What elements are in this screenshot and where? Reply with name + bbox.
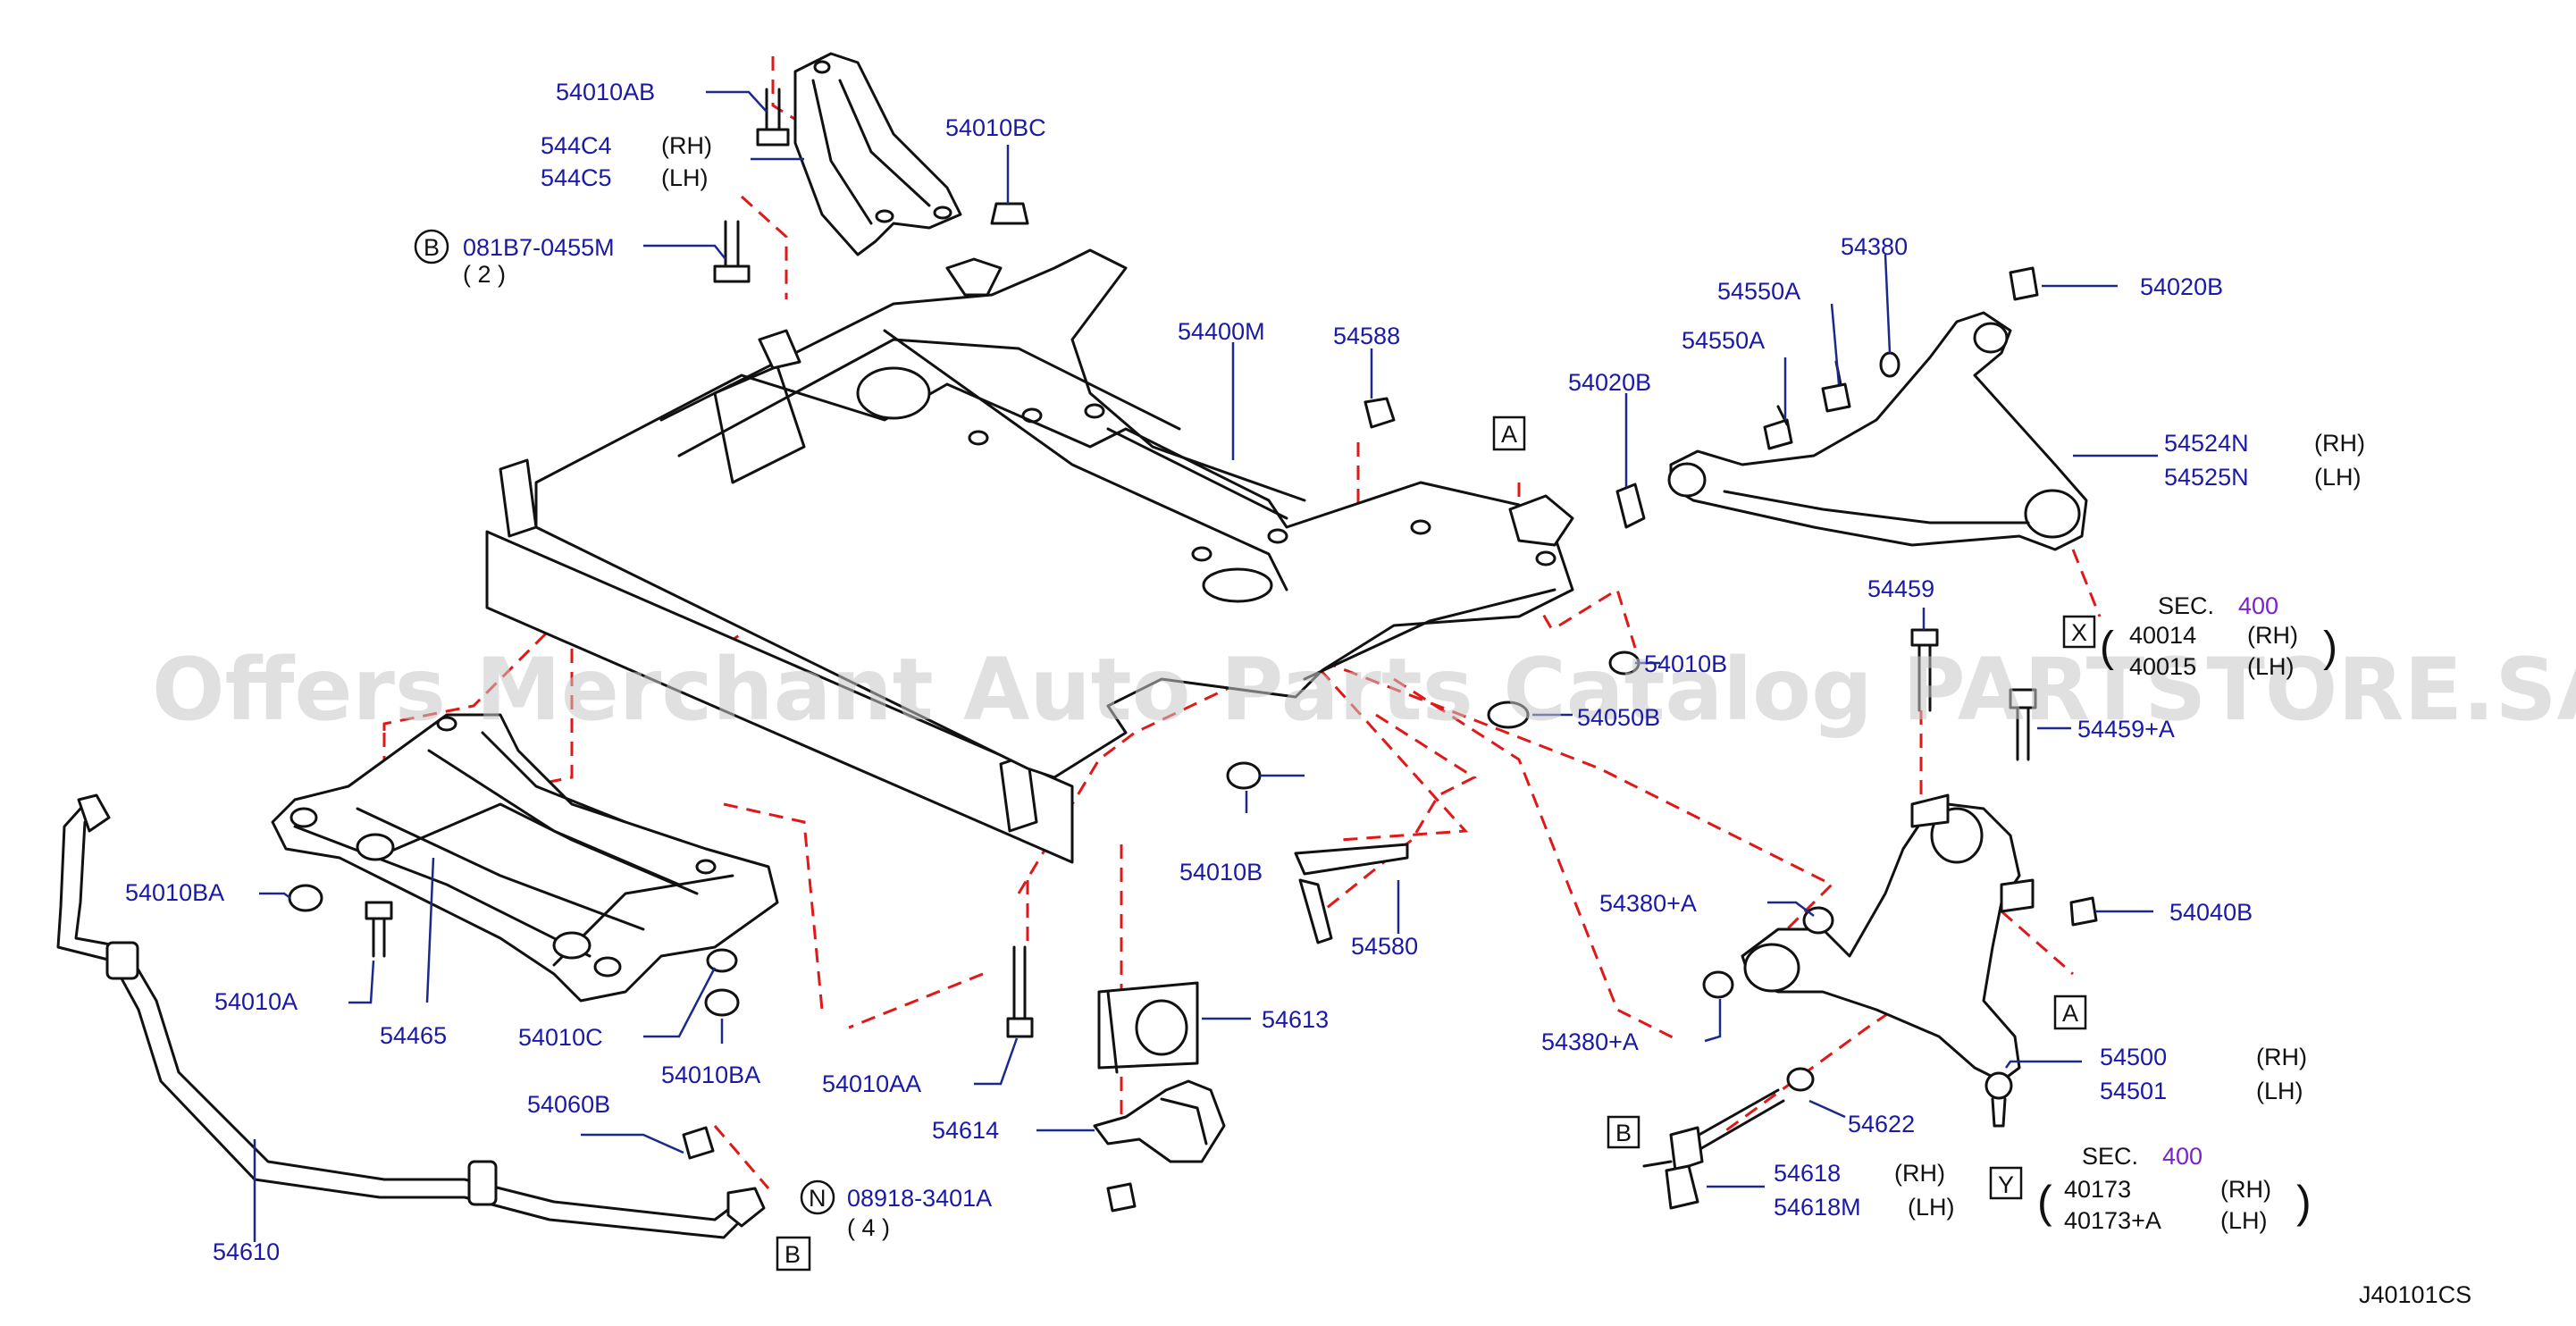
circle-n-text: N: [809, 1185, 827, 1212]
label-54610: 54610: [213, 1238, 280, 1265]
label-54524n-rh: (RH): [2314, 430, 2365, 457]
box-x-text: X: [2071, 619, 2087, 646]
box-a-lower: [2053, 994, 2087, 1030]
circle-b-marker: [414, 229, 449, 264]
label-54550a-lower: 54550A: [1682, 327, 1765, 354]
label-544c5: 544C5: [541, 164, 612, 191]
paren-close-y: ): [2296, 1177, 2312, 1227]
label-54010bc: 54010BC: [945, 114, 1046, 141]
box-a-lower-text: A: [2062, 1000, 2078, 1027]
label-544c4: 544C4: [541, 132, 612, 159]
label-54525n-lh: (LH): [2314, 464, 2362, 491]
label-54010ba-right: 54010BA: [661, 1062, 760, 1088]
label-54040b: 54040B: [2169, 899, 2253, 926]
label-54020b-right: 54020B: [2140, 273, 2223, 300]
box-a-top-text: A: [1501, 421, 1517, 448]
label-54588: 54588: [1333, 323, 1400, 349]
label-54618-rh: (RH): [1894, 1160, 1945, 1187]
circle-b-text: B: [424, 234, 440, 261]
clamp-54614: [1093, 1079, 1226, 1163]
label-08918-3401a: 08918-3401A: [847, 1185, 992, 1212]
label-54050b: 54050B: [1577, 704, 1660, 731]
label-54614: 54614: [932, 1117, 999, 1144]
label-54010a: 54010A: [214, 988, 298, 1015]
circle-n-marker: [800, 1179, 835, 1215]
label-54580: 54580: [1351, 933, 1418, 960]
stabilizer-link-54618: [1642, 1088, 1785, 1210]
label-40173: 40173: [2064, 1176, 2131, 1203]
label-54501-lh: (LH): [2256, 1078, 2303, 1104]
label-40014-rh: (RH): [2247, 622, 2298, 649]
label-sec-y: SEC.: [2082, 1143, 2138, 1170]
label-54010c: 54010C: [518, 1024, 603, 1051]
label-54380a-lower: 54380+A: [1541, 1028, 1639, 1055]
box-a-top: [1492, 415, 1526, 451]
label-54010b-right: 54010B: [1644, 650, 1727, 677]
box-y: [1989, 1166, 2023, 1200]
label-54524n: 54524N: [2164, 430, 2249, 457]
label-40015-lh: (LH): [2247, 653, 2295, 680]
label-54010ab: 54010AB: [556, 79, 655, 105]
label-081b7-0455m: 081B7-0455M: [463, 234, 615, 261]
label-54459a: 54459+A: [2077, 716, 2175, 743]
label-544c5-lh: (LH): [661, 164, 709, 191]
label-54060b: 54060B: [527, 1091, 610, 1118]
label-40014: 40014: [2129, 622, 2196, 649]
lower-member-54465: [271, 713, 779, 1003]
box-b-stabilizer-text: B: [785, 1241, 801, 1268]
label-54400m: 54400M: [1178, 318, 1265, 345]
upper-arm-54524n: [1667, 311, 2088, 551]
leader-lines: [253, 90, 2158, 1242]
front-subframe-54400m: [485, 248, 1574, 864]
labels: 54010AB 544C4 (RH) 544C5 (LH) B 081B7-04…: [125, 79, 2471, 1308]
label-54380a-upper: 54380+A: [1599, 890, 1697, 917]
bushing-54613: [1097, 981, 1199, 1074]
label-40173a-lh: (LH): [2220, 1207, 2268, 1234]
label-54622: 54622: [1848, 1111, 1915, 1137]
label-40173-rh: (RH): [2220, 1176, 2271, 1203]
hardware: [288, 88, 2098, 1213]
label-40173a: 40173+A: [2064, 1207, 2161, 1234]
label-54525n: 54525N: [2164, 464, 2249, 491]
label-54550a-upper: 54550A: [1717, 278, 1800, 305]
label-54380: 54380: [1841, 233, 1908, 260]
label-54500: 54500: [2100, 1044, 2167, 1070]
label-54459: 54459: [1867, 575, 1934, 602]
box-x: [2062, 615, 2096, 649]
label-54501: 54501: [2100, 1078, 2167, 1104]
label-qty-2: ( 2 ): [463, 261, 506, 288]
stabilizer-bar-54610: [56, 793, 766, 1239]
paren-close-x: ): [2323, 624, 2337, 671]
label-54010b-middle: 54010B: [1179, 859, 1263, 885]
label-40015: 40015: [2129, 653, 2196, 680]
label-54613: 54613: [1262, 1006, 1329, 1033]
lower-arm-54500: [1741, 793, 2035, 1128]
label-54020b-left: 54020B: [1568, 369, 1651, 396]
label-sec-x: SEC.: [2158, 592, 2214, 619]
label-qty-4: ( 4 ): [847, 1214, 890, 1241]
label-sec-y-400: 400: [2162, 1143, 2203, 1170]
box-b-link: [1607, 1115, 1640, 1149]
bracket-544c4: [793, 52, 962, 256]
label-54618m-lh: (LH): [1908, 1194, 1955, 1221]
paren-open-y: (: [2037, 1177, 2052, 1227]
label-54010ba-left: 54010BA: [125, 879, 224, 906]
paren-open-x: (: [2100, 624, 2114, 671]
box-b-link-text: B: [1615, 1120, 1632, 1146]
box-y-text: Y: [1998, 1171, 2014, 1198]
label-54618m: 54618M: [1774, 1194, 1861, 1221]
box-b-stabilizer: [776, 1236, 811, 1271]
label-54010aa: 54010AA: [822, 1070, 921, 1097]
label-544c4-rh: (RH): [661, 132, 712, 159]
watermark: Offers Merchant Auto Parts Catalog PARTS…: [152, 640, 2576, 740]
label-54500-rh: (RH): [2256, 1044, 2307, 1070]
diagram-code: J40101CS: [2359, 1281, 2471, 1308]
label-54618: 54618: [1774, 1160, 1841, 1187]
label-sec-x-400: 400: [2238, 592, 2278, 619]
label-54465: 54465: [380, 1022, 447, 1049]
